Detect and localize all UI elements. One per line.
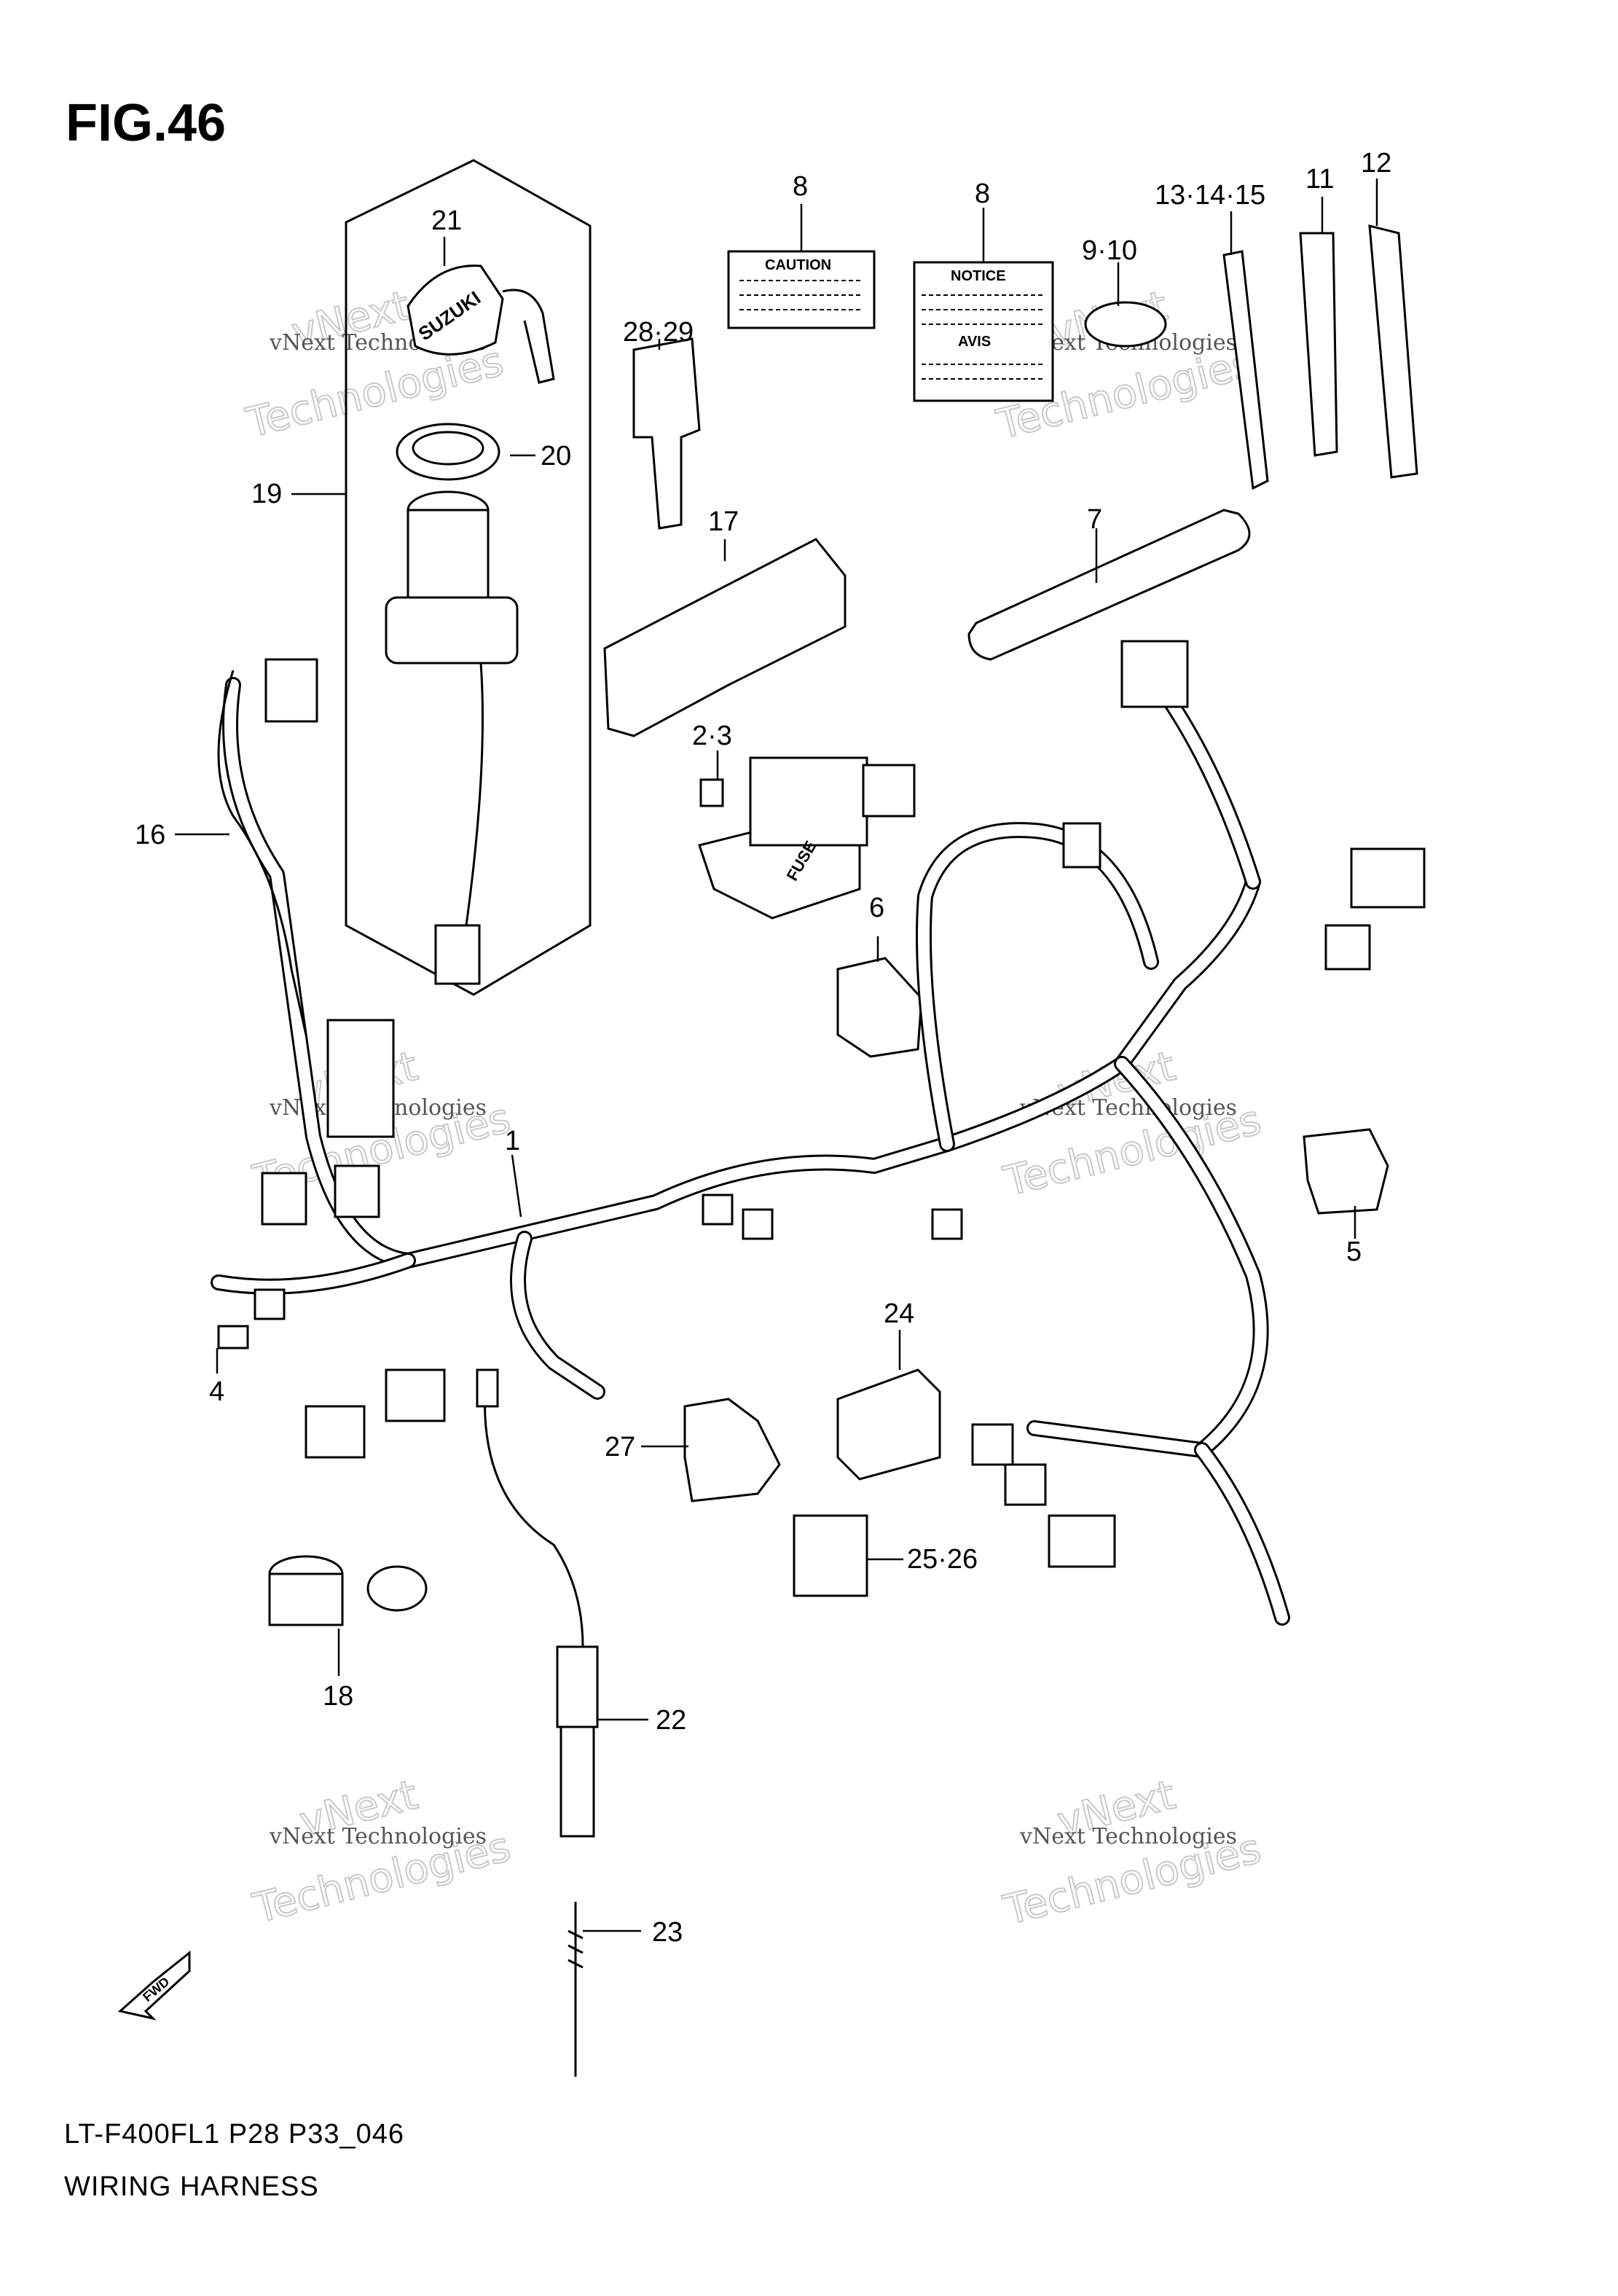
ignition-switch-19	[385, 490, 519, 985]
callout-23: 23	[652, 1917, 683, 1948]
watermark-text-5: vNext Technologies	[269, 1824, 487, 1849]
svg-text:NOTICE: NOTICE	[951, 268, 1006, 284]
coupler-25-26	[793, 1514, 868, 1597]
callout-19: 19	[251, 479, 282, 509]
notice-label-8: NOTICE AVIS	[913, 261, 1054, 402]
watermark-text-6: vNext Technologies	[1019, 1824, 1237, 1849]
callout-28-29: 28·29	[623, 317, 694, 348]
callout-5: 5	[1346, 1237, 1362, 1267]
fwd-arrow: FWD	[117, 1950, 191, 2021]
corrugated-tube-7	[967, 509, 1251, 661]
lock-ring-20	[396, 423, 500, 481]
callout-2-3: 2·3	[692, 721, 732, 751]
callout-4: 4	[209, 1376, 224, 1407]
callout-25-26: 25·26	[907, 1544, 978, 1575]
callout-8a: 8	[793, 171, 808, 202]
connectors	[217, 640, 1426, 1568]
bracket-17	[603, 538, 847, 737]
boot-5	[1303, 1128, 1389, 1215]
leader-lines	[175, 179, 1378, 1932]
callout-24: 24	[884, 1298, 914, 1329]
cable-tie-11	[1299, 232, 1338, 457]
svg-text:CAUTION: CAUTION	[765, 257, 831, 273]
callout-9-10: 9·10	[1082, 235, 1137, 266]
spring-23	[568, 1902, 584, 2077]
callout-17: 17	[708, 506, 739, 537]
bracket-27	[683, 1398, 781, 1502]
ignition-kit-outline	[345, 159, 592, 996]
caution-label-8: CAUTION	[727, 250, 876, 329]
key-28-29	[632, 337, 701, 530]
callout-1: 1	[505, 1126, 520, 1156]
oxygen-sensor-22	[476, 1368, 599, 1838]
model-code: LT-F400FL1 P28 P33_046	[64, 2119, 405, 2150]
callout-11: 11	[1305, 164, 1334, 195]
callout-16: 16	[135, 820, 165, 850]
key-cover-21: SUZUKI	[407, 265, 555, 384]
diagram-caption: WIRING HARNESS	[64, 2171, 319, 2202]
sensor-18	[268, 1555, 428, 1626]
callouts: 21 20 19 28·29 8 8 9·10 13·14·15 11 12 1…	[135, 148, 1391, 1948]
clamp-9-10	[1084, 301, 1167, 348]
callout-20: 20	[541, 441, 571, 471]
callout-8b: 8	[975, 179, 990, 209]
callout-27: 27	[605, 1432, 635, 1462]
callout-7: 7	[1087, 504, 1102, 535]
callout-18: 18	[323, 1681, 353, 1712]
callout-21: 21	[431, 205, 462, 236]
callout-12: 12	[1361, 148, 1391, 179]
callout-22: 22	[656, 1705, 686, 1736]
cable-tie-12	[1368, 224, 1418, 479]
sub-harness-16	[217, 670, 307, 1035]
figure-title: FIG.46	[66, 94, 227, 152]
fuse-box-2-3: FUSE	[698, 756, 868, 920]
cable-tie-13-15	[1222, 250, 1269, 490]
main-harness-1	[211, 648, 1290, 1626]
callout-6: 6	[869, 893, 884, 923]
relay-24	[836, 1368, 941, 1481]
svg-text:AVIS: AVIS	[958, 334, 991, 350]
callout-13-15: 13·14·15	[1155, 180, 1265, 211]
boot-6	[836, 957, 923, 1058]
